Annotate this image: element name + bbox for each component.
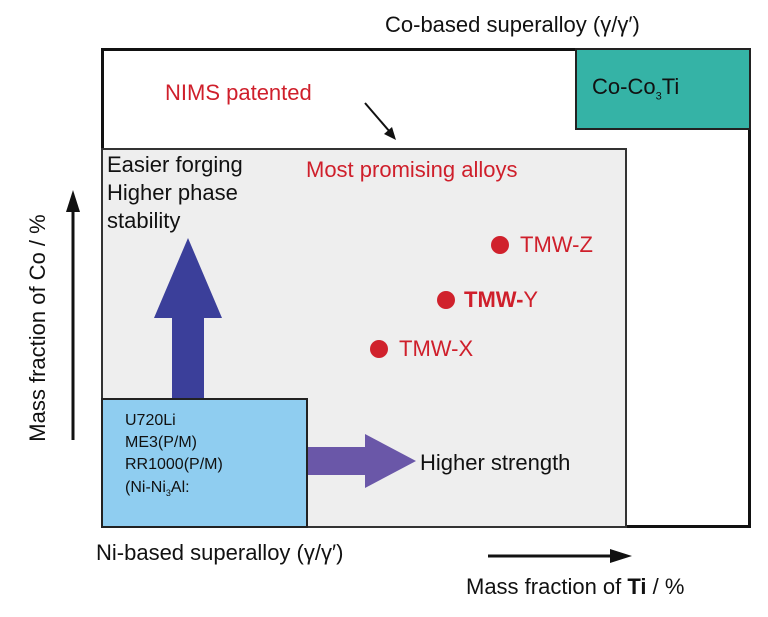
ni-alloy-rr1000: RR1000(P/M) <box>125 456 223 473</box>
x-axis-arrowhead <box>610 549 632 563</box>
alloy-dot-tmw-z <box>491 236 509 254</box>
nims-patented-label: NIMS patented <box>165 80 312 105</box>
alloy-label-tmw-z: TMW-Z <box>520 232 593 257</box>
alloy-label-tmw-y: TMW-Y <box>464 287 539 312</box>
forging-label-line3: stability <box>107 208 181 233</box>
x-axis-label: Mass fraction of Ti / % <box>466 574 685 599</box>
ni-ni3al-label: (Ni-Ni3Al: <box>125 479 190 499</box>
forging-label-line2: Higher phase <box>107 180 238 205</box>
nims-pointer-arrowhead <box>384 127 396 140</box>
higher-stability-arrow <box>154 238 222 398</box>
forging-label-line1: Easier forging <box>107 152 243 177</box>
co-co3ti-box: Co-Co3Ti <box>575 48 751 130</box>
alloy-dot-tmw-x <box>370 340 388 358</box>
co-co3ti-label: Co-Co3Ti <box>592 74 680 103</box>
most-promising-label: Most promising alloys <box>306 157 518 182</box>
alloy-label-tmw-x: TMW-X <box>399 336 474 361</box>
nims-pointer-arrow <box>364 102 391 133</box>
ni-alloy-me3: ME3(P/M) <box>125 434 197 451</box>
ni-alloy-u720li: U720Li <box>125 412 176 429</box>
y-axis-arrowhead <box>66 190 80 212</box>
ni-superalloy-title: Ni-based superalloy (γ/γ′) <box>96 540 344 565</box>
higher-strength-label: Higher strength <box>420 450 571 475</box>
ni-alloys-box: U720Li ME3(P/M) RR1000(P/M) (Ni-Ni3Al: <box>101 398 308 528</box>
alloy-dot-tmw-y <box>437 291 455 309</box>
higher-strength-arrow <box>308 434 416 488</box>
y-axis-label: Mass fraction of Co / % <box>25 214 50 442</box>
co-superalloy-title: Co-based superalloy (γ/γ′) <box>385 12 640 37</box>
